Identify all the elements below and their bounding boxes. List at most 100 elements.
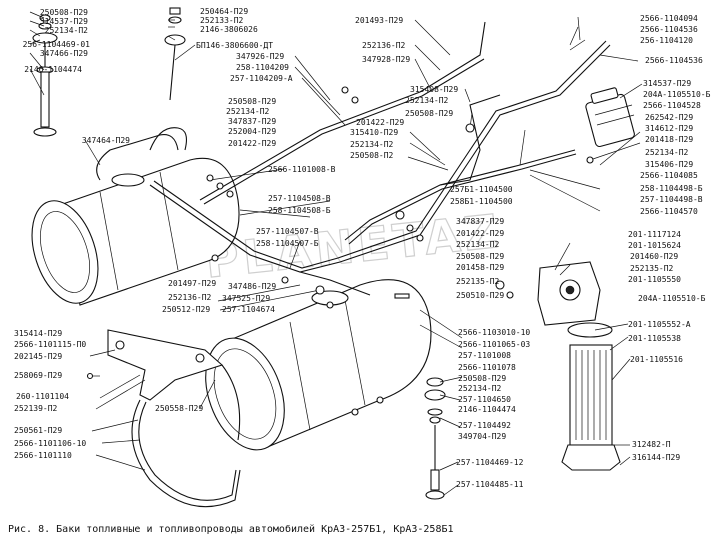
callout-label: 201-1117124 [628, 230, 681, 239]
callout-label: 252135-П2 [630, 264, 674, 273]
callout-label: 250508-П2 [350, 151, 394, 160]
callout-label: 202145-П29 [14, 352, 62, 361]
callout-label: 201-1105538 [628, 334, 681, 343]
callout-label: 250508-П29 [228, 97, 276, 106]
small-fittings [86, 86, 594, 380]
callout-label: 257Б1-1104500 [450, 185, 513, 194]
callout-label: 347464-П29 [82, 136, 130, 145]
callout-label: 257-1104209-А [230, 74, 293, 83]
callout-label: 252134-П2 [458, 384, 502, 393]
callout-label: 252135-П2 [456, 277, 500, 286]
callout-label: 2566-1101106-10 [14, 439, 86, 448]
callout-label: 314537-П29 [643, 79, 691, 88]
callout-label: 347928-П29 [362, 55, 410, 64]
callout-label: 201422-П29 [456, 229, 504, 238]
callout-label: 250558-П29 [155, 404, 203, 413]
callout-label: 201-1105552-А [628, 320, 691, 329]
callout-label: 258-1104209 [236, 63, 289, 72]
callout-label: 260-1101104 [16, 392, 69, 401]
callout-label: 252136-П2 [362, 41, 406, 50]
intake-parts-lower [424, 377, 446, 500]
callout-label: 347837-П29 [228, 117, 276, 126]
callout-label: 347525-П29 [222, 294, 270, 303]
callout-label: 347837-П29 [456, 217, 504, 226]
callout-label: 201-1105550 [628, 275, 681, 284]
callout-label: 312482-П [632, 440, 671, 449]
callout-label: 252134-П2 [45, 26, 89, 35]
callout-label: 314537-П29 [40, 17, 88, 26]
callout-label: 258-1104498-Б [640, 184, 703, 193]
callout-label: 347466-П29 [40, 49, 88, 58]
callout-label: БП146-3806600-ДТ [196, 41, 273, 50]
callout-label: 252139-П2 [14, 404, 58, 413]
callout-label: 347486-П29 [228, 282, 276, 291]
callout-label: 257-1101008 [458, 351, 511, 360]
callout-label: 257-1104498-В [640, 195, 703, 204]
callout-label: 250508-П29 [458, 374, 506, 383]
callout-label: 349704-П29 [458, 432, 506, 441]
callout-label: 257-1104674 [222, 305, 275, 314]
callout-label: 257-1104492 [458, 421, 511, 430]
callout-label: 2146-3806026 [200, 25, 258, 34]
callout-label: 201497-П29 [168, 279, 216, 288]
callout-label: 2146-1104474 [24, 65, 82, 74]
callout-label: 2566-1104528 [643, 101, 701, 110]
leader-lines [29, 11, 643, 496]
callout-label: 250508-П29 [40, 8, 88, 17]
callout-label: 204А-1105510-Б [643, 90, 711, 99]
callout-label: 201-1015624 [628, 241, 681, 250]
callout-label: 252134-П2 [405, 96, 449, 105]
callout-label: 252134-П2 [226, 107, 270, 116]
callout-label: 258069-П29 [14, 371, 62, 380]
callout-label: 201422-П29 [228, 139, 276, 148]
callout-label: 250512-П29 [162, 305, 210, 314]
callout-label: 252134-П2 [350, 140, 394, 149]
callout-label: 315406-П29 [645, 160, 693, 169]
callout-label: 315414-П29 [14, 329, 62, 338]
callout-label: 250508-П29 [405, 109, 453, 118]
callout-label: 2566-1103010-10 [458, 328, 530, 337]
callout-label: 262542-П29 [645, 113, 693, 122]
callout-label: 315408-П29 [410, 85, 458, 94]
callout-label: 250464-П29 [200, 7, 248, 16]
callout-label: 201460-П29 [630, 252, 678, 261]
callout-label: 257-1104508-В [268, 194, 331, 203]
callout-label: 258-1104508-Б [268, 206, 331, 215]
callout-label: 2566-1101008-В [268, 165, 336, 174]
tank-bracket-strap [107, 329, 241, 508]
callout-label: 250508-П29 [456, 252, 504, 261]
callout-label: 252004-П29 [228, 127, 276, 136]
callout-label: 2566-1101115-П0 [14, 340, 86, 349]
callout-label: 201458-П29 [456, 263, 504, 272]
callout-label: 250561-П29 [14, 426, 62, 435]
callout-label: 2566-1101078 [458, 363, 516, 372]
callout-label: 252133-П2 [200, 16, 244, 25]
callout-label: 2566-1104536 [640, 25, 698, 34]
callout-label: 257-1104650 [458, 395, 511, 404]
callout-label: 2566-1104536 [645, 56, 703, 65]
callout-label: 201-1105516 [630, 355, 683, 364]
callout-label: 2566-1101065-03 [458, 340, 530, 349]
fuel-tank-lower [205, 279, 432, 451]
callout-label: 2566-1104085 [640, 171, 698, 180]
fuel-gauge-sender [164, 7, 186, 101]
callout-label: 314612-П29 [645, 124, 693, 133]
fuel-filter-upper [585, 87, 635, 148]
callout-label: 257-1104469-12 [456, 458, 524, 467]
callout-label: 252134-П2 [456, 240, 500, 249]
callout-label: 347926-П29 [236, 52, 284, 61]
callout-label: 250510-П29 [456, 291, 504, 300]
callout-label: 316144-П29 [632, 453, 680, 462]
figure-caption: Рис. 8. Баки топливные и топливопроводы … [8, 523, 454, 535]
callout-label: 2566-1104570 [640, 207, 698, 216]
callout-label: 2566-1104094 [640, 14, 698, 23]
callout-label: 204А-1105510-Б [638, 294, 706, 303]
coarse-filter [537, 261, 621, 471]
callout-label: 2146-1104474 [458, 405, 516, 414]
callout-label: 201493-П29 [355, 16, 403, 25]
callout-label: 256-1104120 [640, 36, 693, 45]
callout-label: 201418-П29 [645, 135, 693, 144]
callout-label: 257-1104485-11 [456, 480, 524, 489]
callout-label: 252134-П2 [645, 148, 689, 157]
